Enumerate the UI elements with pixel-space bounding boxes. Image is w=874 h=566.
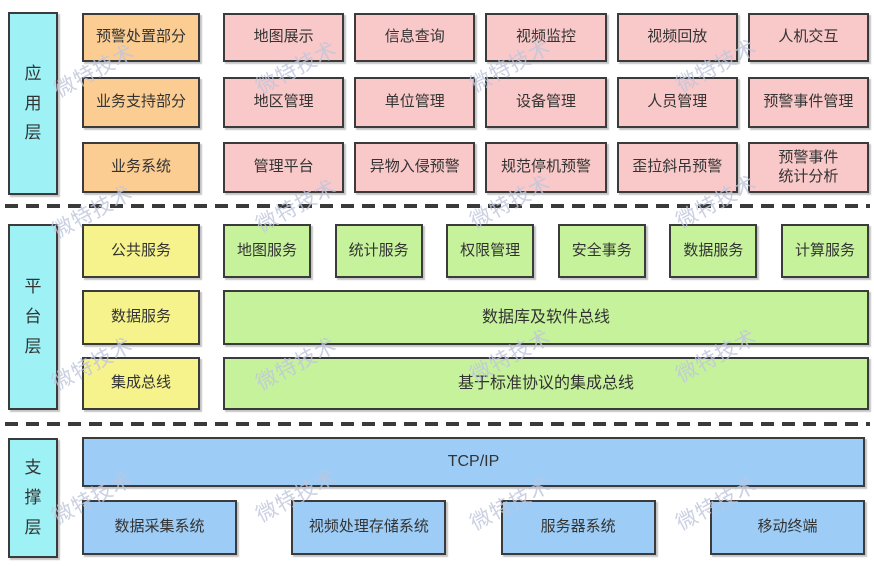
box-map-display: 地图展示	[223, 13, 345, 62]
box-security-affairs: 安全事务	[557, 224, 646, 278]
application-row-1: 预警处置部分 地图展示 信息查询 视频监控 视频回放 人机交互	[82, 13, 870, 62]
box-standard-protocol-integration-bus: 基于标准协议的集成总线	[223, 357, 869, 410]
layer-separator-2	[5, 422, 870, 426]
box-video-playback: 视频回放	[616, 13, 738, 62]
box-mobile-terminal: 移动终端	[709, 500, 865, 555]
layer-label-application: 应 用 层	[8, 12, 58, 195]
platform-row-1: 公共服务 地图服务 统计服务 权限管理 安全事务 数据服务 计算服务	[82, 224, 869, 278]
box-data-service-green: 数据服务	[669, 224, 758, 278]
box-business-system: 业务系统	[82, 142, 200, 193]
layer-label-support: 支 撑 层	[8, 438, 58, 558]
box-warning-event-statistics: 预警事件 统计分析	[747, 142, 870, 193]
box-foreign-object-intrusion-warning: 异物入侵预警	[354, 142, 476, 193]
box-business-support-part: 业务支持部分	[82, 77, 200, 128]
box-warning-handling-part: 预警处置部分	[82, 13, 200, 62]
box-standard-shutdown-warning: 规范停机预警	[485, 142, 607, 193]
box-server-system: 服务器系统	[500, 500, 656, 555]
box-video-processing-storage-system: 视频处理存储系统	[291, 500, 447, 555]
box-data-collection-system: 数据采集系统	[82, 500, 237, 555]
layer-separator-1	[5, 204, 870, 208]
box-region-management: 地区管理	[223, 77, 345, 128]
box-computing-service: 计算服务	[780, 224, 869, 278]
platform-row-3: 集成总线 基于标准协议的集成总线	[82, 357, 869, 410]
box-map-service: 地图服务	[223, 224, 311, 278]
box-permission-management: 权限管理	[446, 224, 535, 278]
box-human-machine-interaction: 人机交互	[747, 13, 870, 62]
box-skew-hoisting-warning: 歪拉斜吊预警	[616, 142, 738, 193]
box-tcpip-bus: TCP/IP	[82, 437, 865, 487]
box-info-query: 信息查询	[354, 13, 476, 62]
box-warning-event-management: 预警事件管理	[747, 77, 870, 128]
box-unit-management: 单位管理	[354, 77, 476, 128]
box-statistics-service: 统计服务	[334, 224, 423, 278]
box-management-platform: 管理平台	[223, 142, 345, 193]
box-public-service: 公共服务	[82, 224, 200, 278]
box-data-service: 数据服务	[82, 290, 200, 345]
box-video-monitoring: 视频监控	[485, 13, 607, 62]
application-row-3: 业务系统 管理平台 异物入侵预警 规范停机预警 歪拉斜吊预警 预警事件 统计分析	[82, 142, 870, 193]
box-database-software-bus: 数据库及软件总线	[223, 290, 869, 345]
box-integration-bus: 集成总线	[82, 357, 200, 410]
platform-row-2: 数据服务 数据库及软件总线	[82, 290, 869, 345]
support-systems-row: 数据采集系统 视频处理存储系统 服务器系统 移动终端	[82, 500, 865, 555]
box-device-management: 设备管理	[485, 77, 607, 128]
layer-label-platform: 平 台 层	[8, 224, 58, 410]
application-row-2: 业务支持部分 地区管理 单位管理 设备管理 人员管理 预警事件管理	[82, 77, 870, 128]
box-personnel-management: 人员管理	[616, 77, 738, 128]
